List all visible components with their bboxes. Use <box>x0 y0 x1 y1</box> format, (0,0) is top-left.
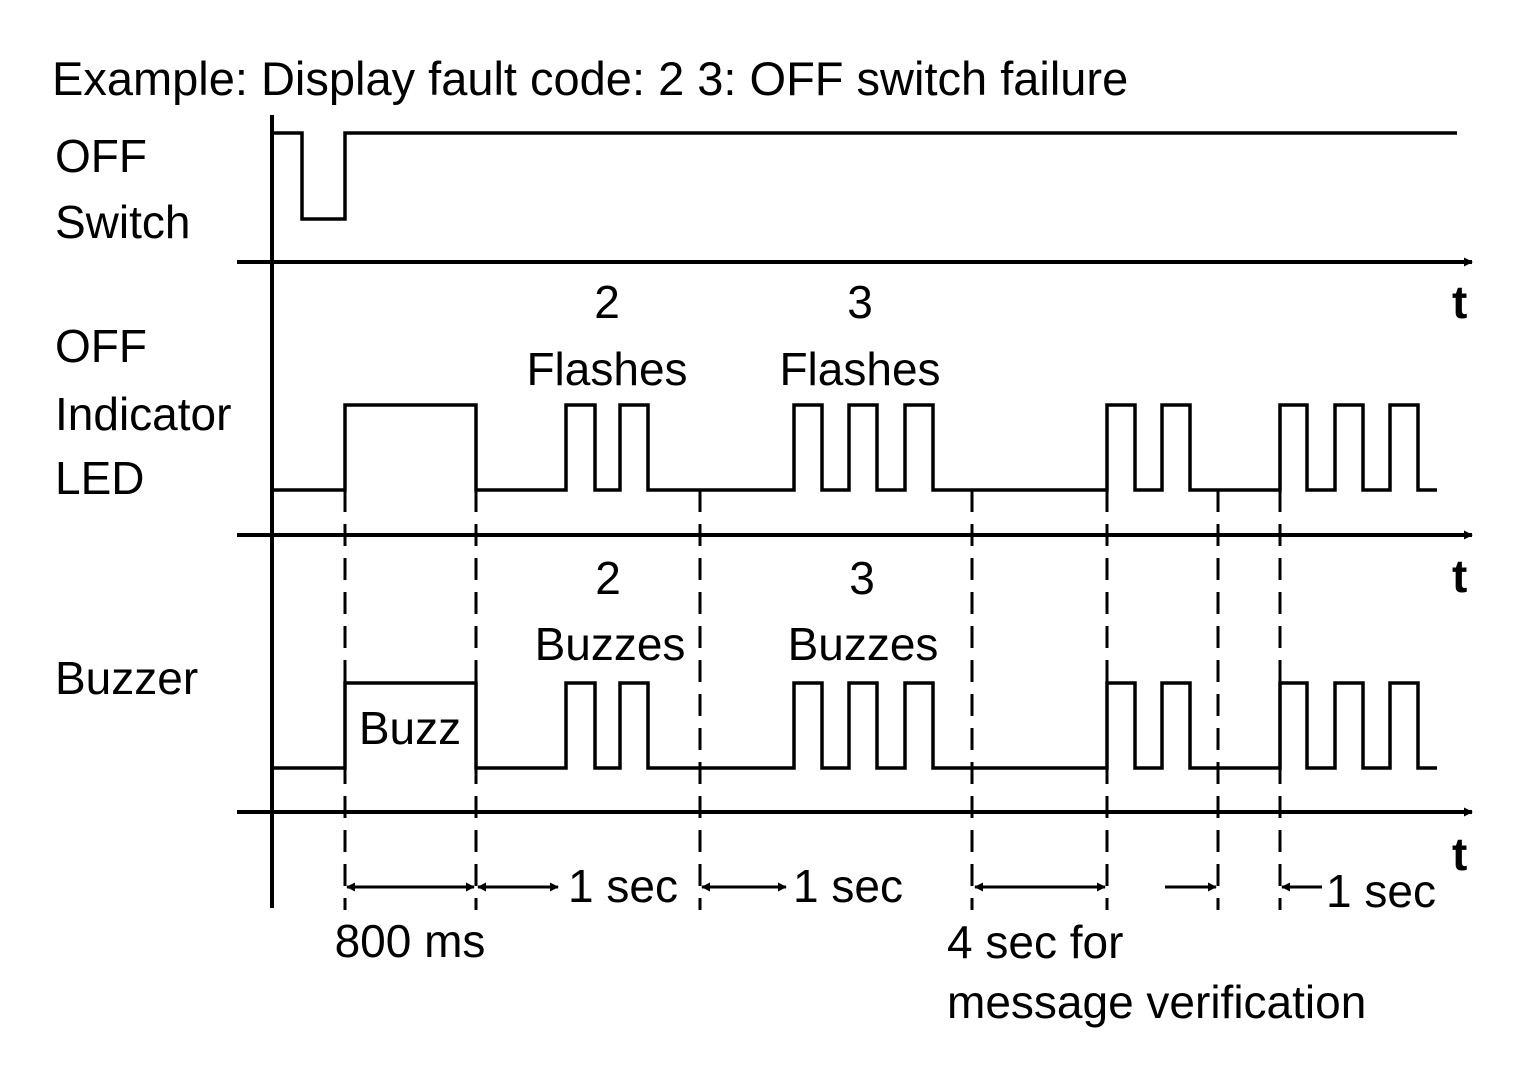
off-switch-waveform <box>272 131 1457 221</box>
off-led-label-2: Indicator <box>55 388 231 440</box>
timing-800ms: 800 ms <box>335 915 486 967</box>
timing-1sec-a: 1 sec <box>568 860 678 912</box>
diagram-title: Example: Display fault code: 2 3: OFF sw… <box>52 52 1128 105</box>
off-led-waveform <box>272 403 1437 492</box>
buzzer-waveform <box>272 681 1437 770</box>
flash-word-2: Flashes <box>526 343 687 395</box>
timing-1sec-b: 1 sec <box>793 860 903 912</box>
buzz-count-3: 3 <box>849 552 875 604</box>
timing-1sec-c: 1 sec <box>1326 865 1436 917</box>
buzz-word-3: Buzzes <box>788 618 939 670</box>
buzz-word-2: Buzzes <box>535 618 686 670</box>
time-label-1: t <box>1452 276 1467 328</box>
timing-4sec-line2: message verification <box>947 976 1366 1028</box>
off-switch-label-2: Switch <box>55 196 190 248</box>
flash-count-2: 2 <box>594 276 620 328</box>
buzz-label: Buzz <box>359 702 461 754</box>
buzzer-label: Buzzer <box>55 652 198 704</box>
flash-word-3: Flashes <box>779 343 940 395</box>
flash-count-3: 3 <box>847 276 873 328</box>
off-switch-label-1: OFF <box>55 130 147 182</box>
timing-4sec-line1: 4 sec for <box>947 916 1123 968</box>
off-led-label-1: OFF <box>55 320 147 372</box>
buzz-count-2: 2 <box>595 552 621 604</box>
off-led-label-3: LED <box>55 452 144 504</box>
time-label-3: t <box>1452 828 1467 880</box>
time-label-2: t <box>1452 550 1467 602</box>
